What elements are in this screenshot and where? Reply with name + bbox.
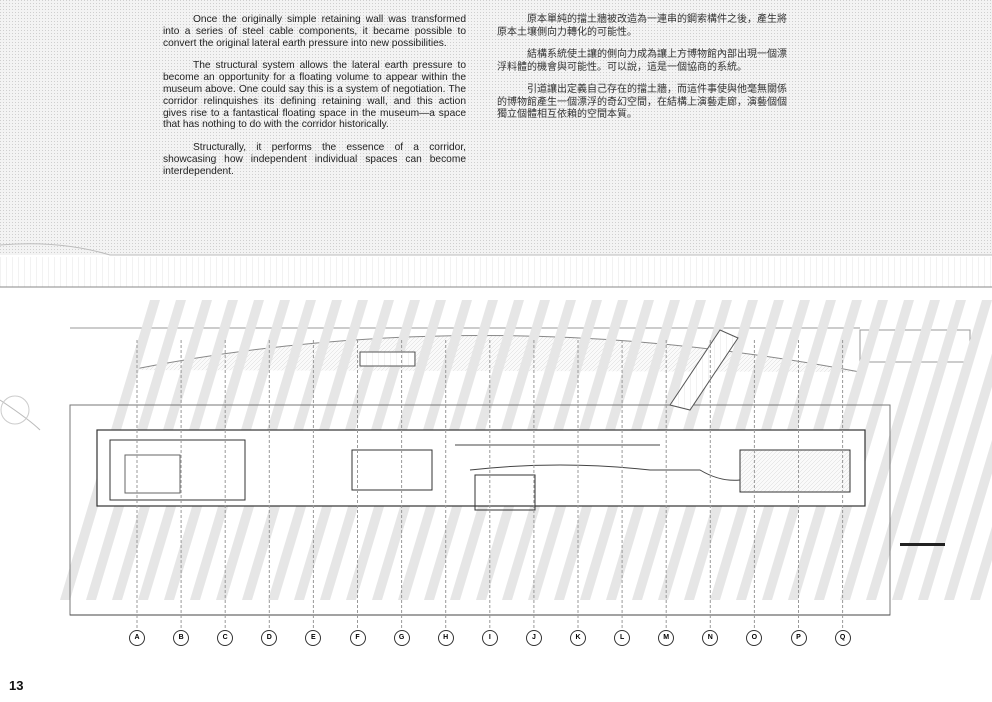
shadow-stripe [866,300,966,600]
grid-label: H [437,630,454,646]
grid-label: O [746,630,763,646]
grid-label: M [658,630,675,646]
chinese-paragraph: 原本單純的擋土牆被改造為一連串的鋼索構件之後，產生將原本土壤側向力轉化的可能性。 [497,14,787,38]
grid-label: Q [834,630,851,646]
english-text: Once the originally simple retaining wal… [163,14,466,189]
shadow-stripe [918,353,992,600]
page-number: 13 [9,678,24,693]
chinese-paragraph: 引道讓出定義自己存在的擋土牆，而這件事使與他毫無關係的博物館產生一個漂浮的奇幻空… [497,84,787,120]
shadow-stripe [944,440,992,600]
grid-label: E [305,630,322,646]
grid-label: L [614,630,631,646]
grid-label: D [261,630,278,646]
english-paragraph: The structural system allows the lateral… [163,60,466,131]
shadow-stripe [970,526,992,600]
grid-label: C [217,630,234,646]
shadow-stripe [892,300,992,600]
grid-label: J [525,630,542,646]
english-paragraph: Once the originally simple retaining wal… [163,14,466,49]
grid-label: I [481,630,498,646]
grid-label: F [349,630,366,646]
chinese-text: 原本單純的擋土牆被改造為一連串的鋼索構件之後，產生將原本土壤側向力轉化的可能性。… [497,14,787,132]
grid-label: G [393,630,410,646]
english-paragraph: Structurally, it performs the essence of… [163,142,466,177]
grid-label: P [790,630,807,646]
chinese-paragraph: 結構系統使土讓的側向力成為讓上方博物館內部出現一個漂浮料體的機會與可能性。可以說… [497,49,787,73]
grid-label: B [173,630,190,646]
road-hatch [0,0,992,255]
grid-label: N [702,630,719,646]
grid-label: A [129,630,145,646]
grid-label: K [570,630,586,646]
sidewalk [0,257,992,287]
